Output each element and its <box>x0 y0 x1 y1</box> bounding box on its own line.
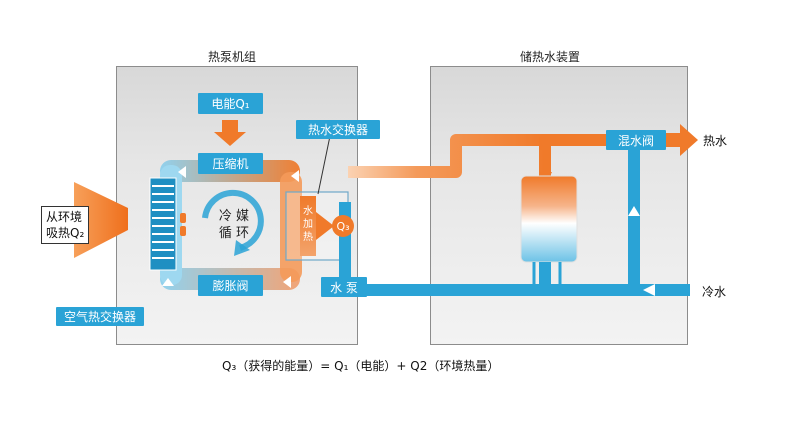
air-heat-exchanger-coil-icon <box>149 177 186 271</box>
cycle-arrow-icon <box>202 189 264 251</box>
hot-water-storage-title: 储热水装置 <box>520 50 581 64</box>
water-heat-exchanger-label: 热水交换器 <box>296 120 380 139</box>
refrigerant-line1: 冷 媒 <box>218 209 250 224</box>
electric-input-arrow <box>214 120 246 146</box>
ambient-heat-line2: 吸热Q₂ <box>46 226 85 240</box>
water-heating-text: 水 加 热 <box>301 205 315 244</box>
water-heating-char1: 水 <box>303 206 313 217</box>
q3-badge-text: Q₃ <box>336 219 350 233</box>
air-heat-exchanger-label: 空气热交换器 <box>56 307 144 326</box>
refrigerant-cycle-text: 冷 媒 循 环 <box>214 208 254 242</box>
storage-tank <box>520 175 578 263</box>
mixing-valve-label: 混水阀 <box>606 130 666 150</box>
cold-water-mixing-branch <box>628 150 640 290</box>
cold-water-label: 冷水 <box>702 285 727 299</box>
ambient-heat-input-box: 从环境 吸热Q₂ <box>41 206 90 244</box>
energy-formula: Q₃（获得的能量）= Q₁（电能）+ Q2（环境热量） <box>222 359 500 373</box>
water-heating-char3: 热 <box>303 232 313 243</box>
compressor-label: 压缩机 <box>198 153 263 174</box>
refrigerant-line2: 循 环 <box>218 226 250 241</box>
water-heating-char2: 加 <box>303 219 313 230</box>
heat-pump-unit-title: 热泵机组 <box>208 50 257 64</box>
ambient-heat-line1: 从环境 <box>46 210 83 224</box>
q3-badge: Q₃ <box>332 215 354 237</box>
water-pump-label: 水 泵 <box>321 277 367 297</box>
electric-energy-label: 电能Q₁ <box>198 93 263 114</box>
expansion-valve-label: 膨胀阀 <box>198 275 263 296</box>
hot-water-label: 热水 <box>703 134 728 148</box>
